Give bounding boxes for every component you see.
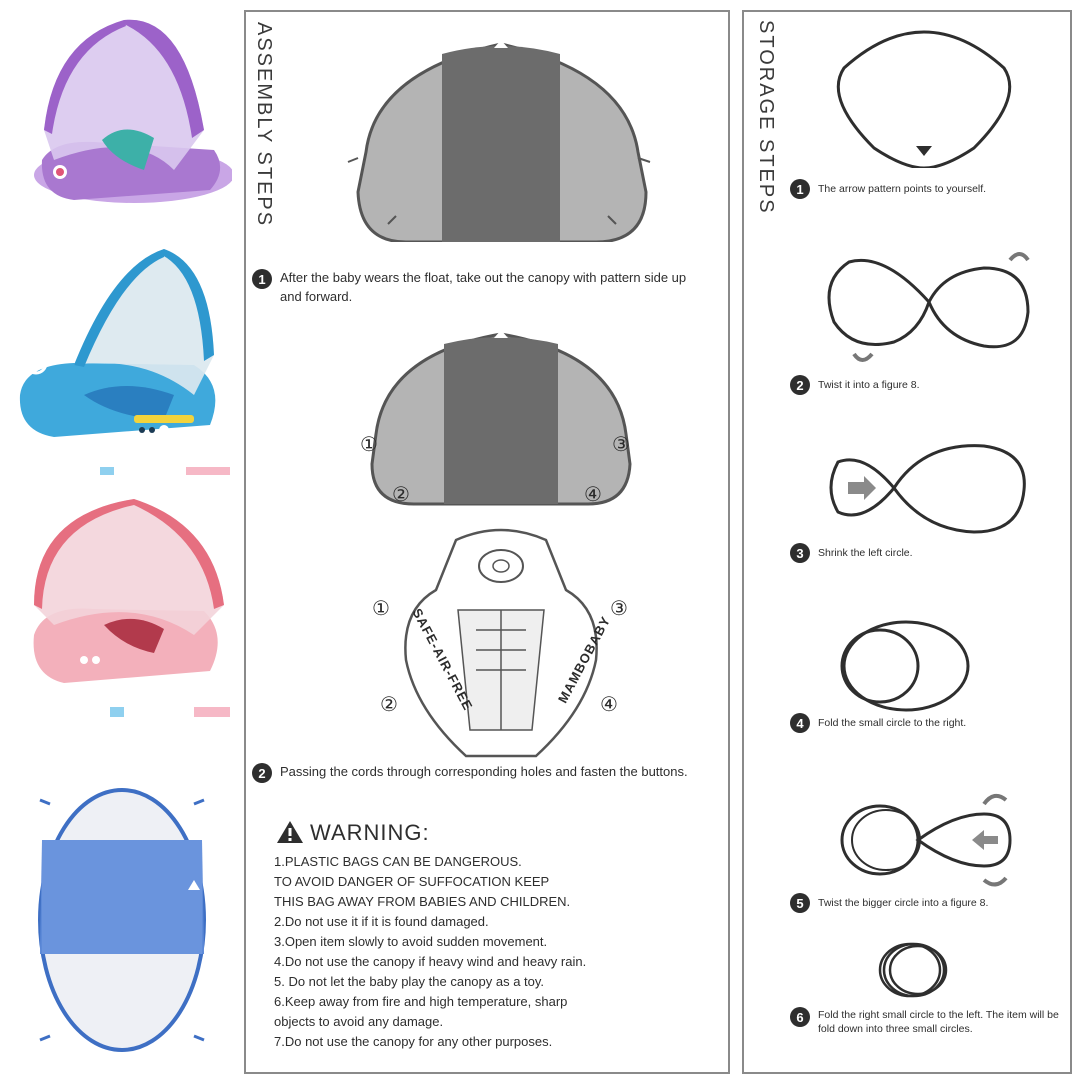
step-number: 2	[790, 375, 810, 395]
assembly-step-1: 1 After the baby wears the float, take o…	[252, 268, 692, 306]
storage-step-3: 3 Shrink the left circle.	[790, 542, 1060, 563]
assembly-step-2: 2 Passing the cords through correspondin…	[252, 762, 692, 783]
step-number: 6	[790, 1007, 810, 1027]
storage-step-6: 6 Fold the right small circle to the lef…	[790, 1006, 1060, 1036]
step-text: After the baby wears the float, take out…	[280, 270, 687, 304]
product-photo-canopy-flat	[14, 740, 232, 1060]
step-number: 4	[790, 713, 810, 733]
storage-step-1: 1 The arrow pattern points to yourself.	[790, 178, 1060, 199]
product-photo-blue	[14, 245, 232, 450]
step-text: Twist it into a figure 8.	[818, 379, 920, 391]
storage-step-4: 4 Fold the small circle to the right.	[790, 712, 1060, 733]
product-photo-pink	[14, 485, 232, 695]
storage-title: STORAGE STEPS	[755, 20, 777, 215]
float-marker-2: ②	[380, 694, 398, 716]
float-diagram	[396, 520, 606, 765]
canopy-diagram-numbered	[356, 324, 646, 514]
float-marker-1: ①	[372, 598, 390, 620]
marker-3: ③	[612, 434, 630, 456]
marker-4: ④	[584, 484, 602, 506]
storage-figure-3	[824, 432, 1034, 547]
step-number: 2	[252, 763, 272, 783]
marker-2: ②	[392, 484, 410, 506]
step-text: Twist the bigger circle into a figure 8.	[818, 897, 989, 909]
warning-icon	[276, 820, 304, 849]
storage-step-2: 2 Twist it into a figure 8.	[790, 374, 1060, 395]
divider-stripe	[110, 704, 230, 717]
marker-1: ①	[360, 434, 378, 456]
step-number: 3	[790, 543, 810, 563]
assembly-title: ASSEMBLY STEPS	[253, 22, 275, 228]
warning-title: WARNING:	[310, 820, 430, 845]
storage-figure-4	[832, 616, 972, 721]
warning-item: 3.Open item slowly to avoid sudden movem…	[274, 934, 548, 949]
storage-figure-6	[872, 938, 952, 1007]
assembly-steps-panel: ASSEMBLY STEPS 1 After the baby wears th…	[244, 10, 730, 1074]
step-text: The arrow pattern points to yourself.	[818, 183, 987, 195]
step-number: 1	[252, 269, 272, 289]
warning-item: 6.Keep away from fire and high temperatu…	[274, 994, 568, 1029]
step-text: Fold the right small circle to the left.…	[818, 1009, 1059, 1035]
step-text: Fold the small circle to the right.	[818, 717, 967, 729]
divider-stripe	[100, 462, 230, 475]
warning-item: 5. Do not let the baby play the canopy a…	[274, 974, 545, 989]
warning-item: 7.Do not use the canopy for any other pu…	[274, 1034, 553, 1049]
step-text: Shrink the left circle.	[818, 547, 913, 559]
canopy-diagram-top	[346, 32, 656, 247]
product-photo-purple	[14, 10, 232, 210]
warning-list: 1.PLASTIC BAGS CAN BE DANGEROUS. TO AVOI…	[274, 852, 724, 1052]
storage-steps-panel: STORAGE STEPS 1 The arrow pattern points…	[742, 10, 1072, 1074]
warning-item: 1.PLASTIC BAGS CAN BE DANGEROUS. TO AVOI…	[274, 854, 571, 909]
storage-figure-5	[834, 784, 1024, 899]
step-text: Passing the cords through corresponding …	[280, 764, 688, 779]
float-marker-3: ③	[610, 598, 628, 620]
float-marker-4: ④	[600, 694, 618, 716]
storage-figure-2	[814, 242, 1044, 377]
step-number: 5	[790, 893, 810, 913]
storage-step-5: 5 Twist the bigger circle into a figure …	[790, 892, 1060, 913]
warning-item: 4.Do not use the canopy if heavy wind an…	[274, 954, 587, 969]
step-number: 1	[790, 179, 810, 199]
storage-figure-1	[824, 28, 1024, 173]
warning-item: 2.Do not use it if it is found damaged.	[274, 914, 489, 929]
